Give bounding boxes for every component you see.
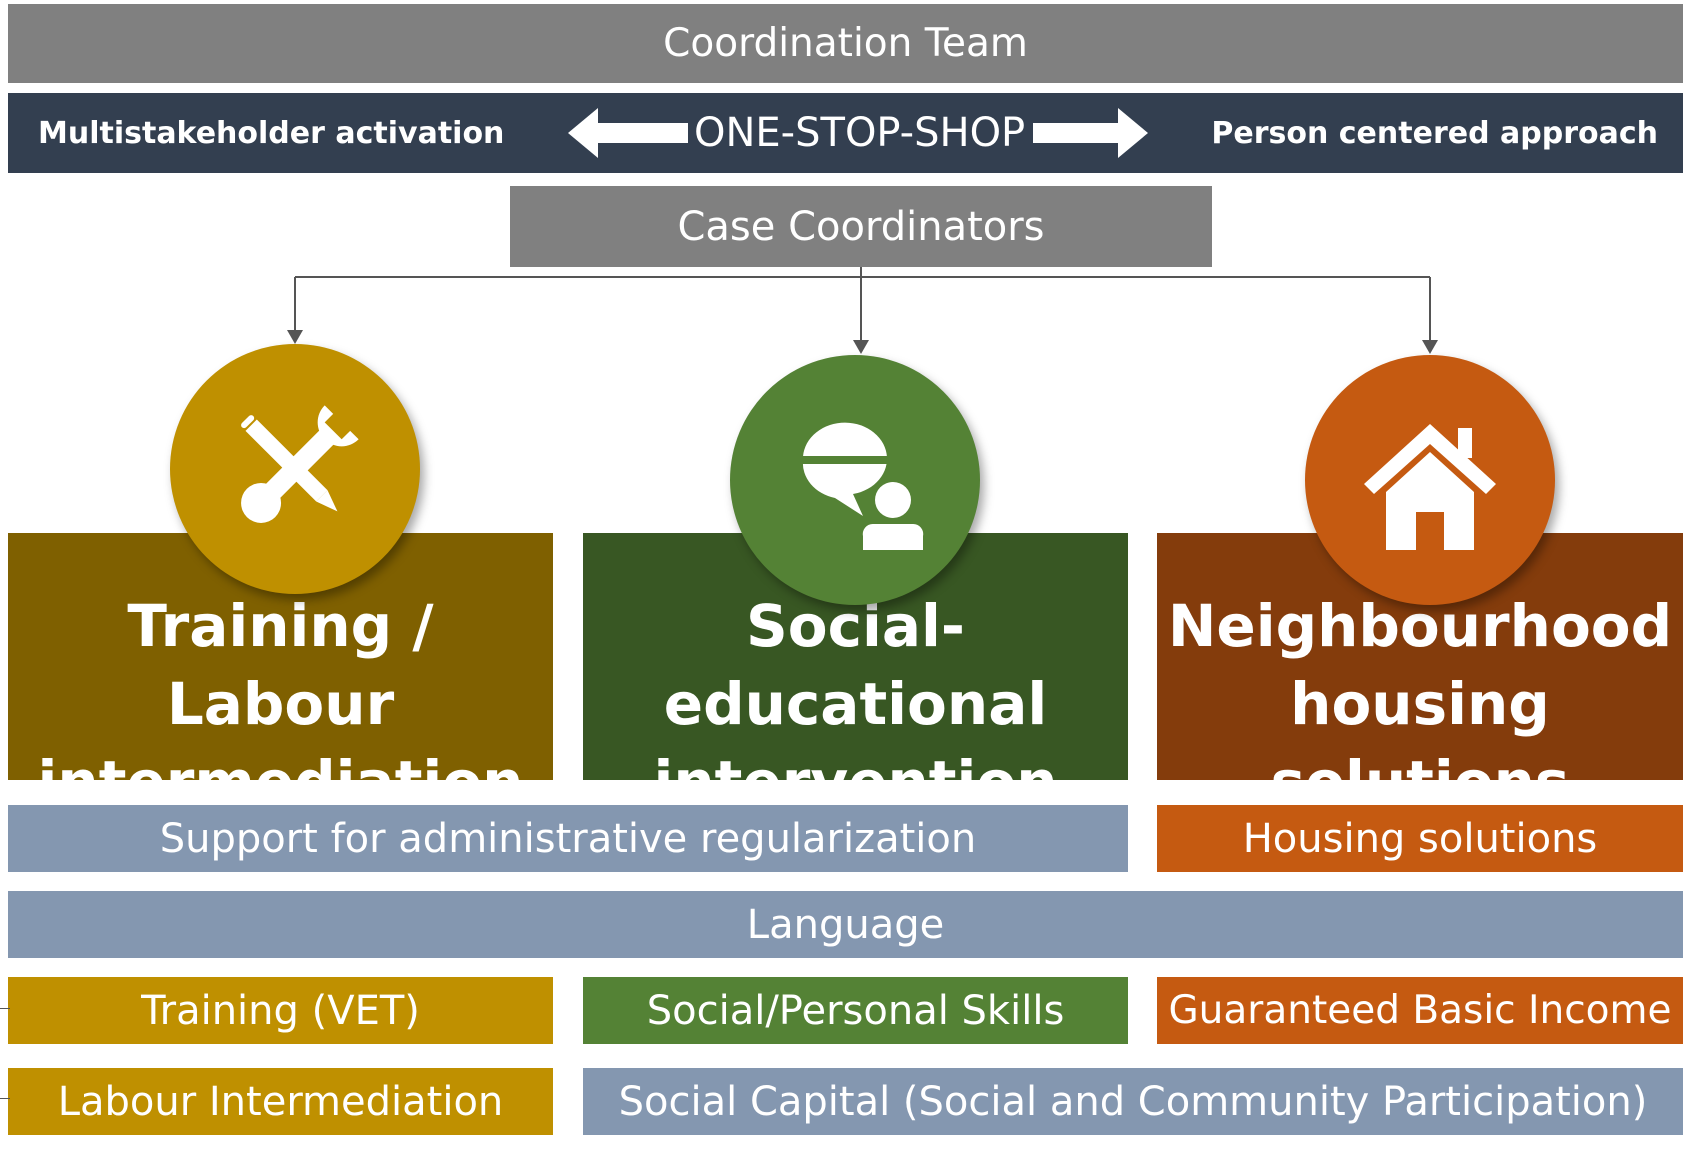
connector-lines xyxy=(287,267,1438,354)
language-box: Language xyxy=(8,891,1683,958)
support-admin-box: Support for administrative regularizatio… xyxy=(8,805,1128,872)
labour-intermediation-label: Labour Intermediation xyxy=(57,1078,504,1125)
housing-circle xyxy=(1305,355,1555,605)
basic-income-box: Guaranteed Basic Income xyxy=(1157,977,1683,1044)
one-stop-shop-label: ONE-STOP-SHOP xyxy=(694,110,1026,156)
pillar-social-line1: Social-educational xyxy=(663,592,1048,738)
left-tick-mark xyxy=(0,1008,10,1009)
tools-icon xyxy=(241,405,359,523)
pillar-social-line2: intervention xyxy=(653,748,1058,816)
pillar-training-labour: Training / Labour intermediation xyxy=(8,533,553,816)
multistakeholder-label: Multistakeholder activation xyxy=(38,115,505,151)
case-coordinators-label: Case Coordinators xyxy=(677,203,1045,250)
pillar-training-line1: Training / Labour xyxy=(127,592,434,738)
case-coordinators-box: Case Coordinators xyxy=(510,186,1212,267)
right-arrow-icon xyxy=(1033,108,1148,158)
housing-solutions-label: Housing solutions xyxy=(1242,815,1598,862)
chat-person-icon xyxy=(797,422,924,550)
labour-intermediation-box: Labour Intermediation xyxy=(8,1068,553,1135)
house-icon xyxy=(1364,424,1496,550)
left-tick-mark xyxy=(0,1098,10,1099)
social-circle xyxy=(730,355,980,605)
social-skills-box: Social/Personal Skills xyxy=(583,977,1128,1044)
training-vet-box: Training (VET) xyxy=(8,977,553,1044)
one-stop-shop-bar: Multistakeholder activation ONE-STOP-SHO… xyxy=(8,93,1683,173)
left-arrow-icon xyxy=(568,108,688,158)
coordination-team-box: Coordination Team xyxy=(8,4,1683,83)
training-circle xyxy=(170,344,420,594)
pillar-housing-line2: housing solutions xyxy=(1270,670,1570,816)
social-capital-box: Social Capital (Social and Community Par… xyxy=(583,1068,1683,1135)
coordination-team-label: Coordination Team xyxy=(663,21,1028,66)
training-vet-label: Training (VET) xyxy=(141,987,420,1034)
social-capital-label: Social Capital (Social and Community Par… xyxy=(618,1078,1648,1125)
support-admin-label: Support for administrative regularizatio… xyxy=(159,815,977,862)
pillar-training-line2: intermediation xyxy=(37,748,524,816)
housing-solutions-box: Housing solutions xyxy=(1157,805,1683,872)
pillar-neighbourhood-housing: Neighbourhood housing solutions xyxy=(1157,533,1683,816)
basic-income-label: Guaranteed Basic Income xyxy=(1168,988,1672,1033)
social-skills-label: Social/Personal Skills xyxy=(646,987,1065,1034)
language-label: Language xyxy=(746,901,945,948)
person-centered-label: Person centered approach xyxy=(1211,115,1658,151)
